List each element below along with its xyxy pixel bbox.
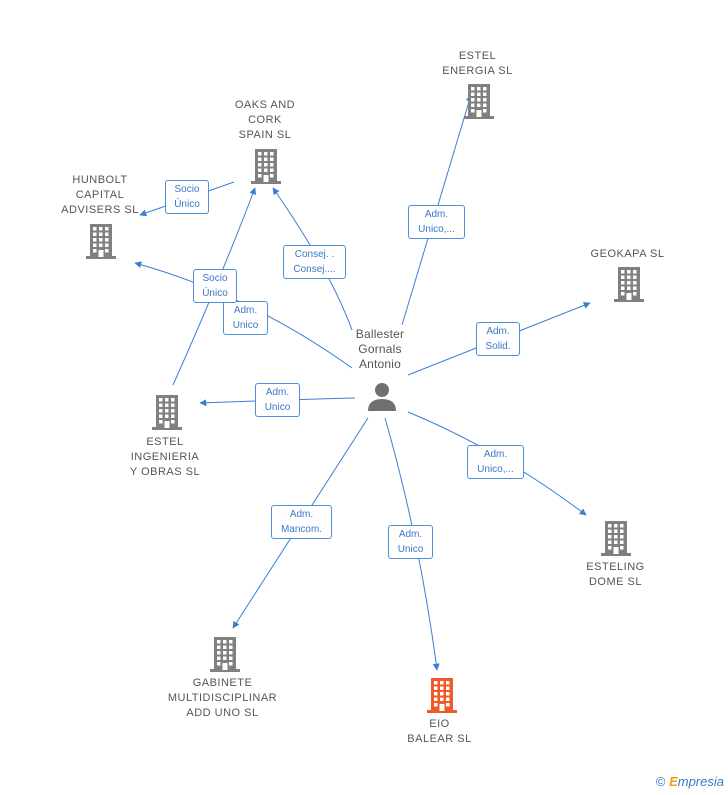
relation-label-esteling-dome[interactable]: Adm. Unico,... bbox=[467, 445, 524, 479]
company-name: GEOKAPA SL bbox=[590, 248, 665, 260]
building-icon bbox=[152, 395, 182, 430]
building-icon bbox=[614, 267, 644, 302]
relation-label-estel-ingenieria[interactable]: Adm. Unico bbox=[255, 383, 300, 417]
copyright-symbol: © bbox=[655, 774, 666, 789]
company-name: ESTEL INGENIERIA Y OBRAS SL bbox=[129, 436, 201, 478]
company-name: HUNBOLT CAPITAL ADVISERS SL bbox=[61, 174, 139, 216]
building-icon bbox=[427, 678, 457, 713]
building-icon bbox=[464, 84, 494, 119]
relation-label-oaks-to-hunbolt[interactable]: Socio Único bbox=[165, 180, 209, 214]
person-icon[interactable] bbox=[366, 382, 398, 412]
company-name: EIO BALEAR SL bbox=[407, 718, 472, 745]
relation-label-oaks-and-cork[interactable]: Consej. . Consej.... bbox=[283, 245, 346, 279]
relation-label-geokapa[interactable]: Adm. Solid. bbox=[476, 322, 520, 356]
building-icon bbox=[210, 637, 240, 672]
brand-rest: mpresia bbox=[677, 774, 724, 789]
brand-initial: E bbox=[669, 774, 678, 789]
person-name[interactable]: Ballester Gornals Antonio bbox=[355, 327, 405, 371]
relation-label-eio-balear[interactable]: Adm. Unico bbox=[388, 525, 433, 559]
building-icon bbox=[601, 521, 631, 556]
relation-label-gabinete[interactable]: Adm. Mancom. bbox=[271, 505, 332, 539]
company-name: ESTELING DOME SL bbox=[586, 561, 645, 588]
relation-label-estel-ingenieria-to-oaks[interactable]: Socio Único bbox=[193, 269, 237, 303]
company-name: OAKS AND CORK SPAIN SL bbox=[234, 99, 296, 141]
relation-label-estel-energia[interactable]: Adm. Unico,... bbox=[408, 205, 465, 239]
relation-label-hunbolt[interactable]: Adm. Unico bbox=[223, 301, 268, 335]
building-icon bbox=[86, 224, 116, 259]
company-name: ESTEL ENERGIA SL bbox=[442, 50, 513, 77]
empresia-brand: © Empresia bbox=[656, 774, 724, 789]
company-name: GABINETE MULTIDISCIPLINAR ADD UNO SL bbox=[167, 677, 278, 719]
building-icon bbox=[251, 149, 281, 184]
